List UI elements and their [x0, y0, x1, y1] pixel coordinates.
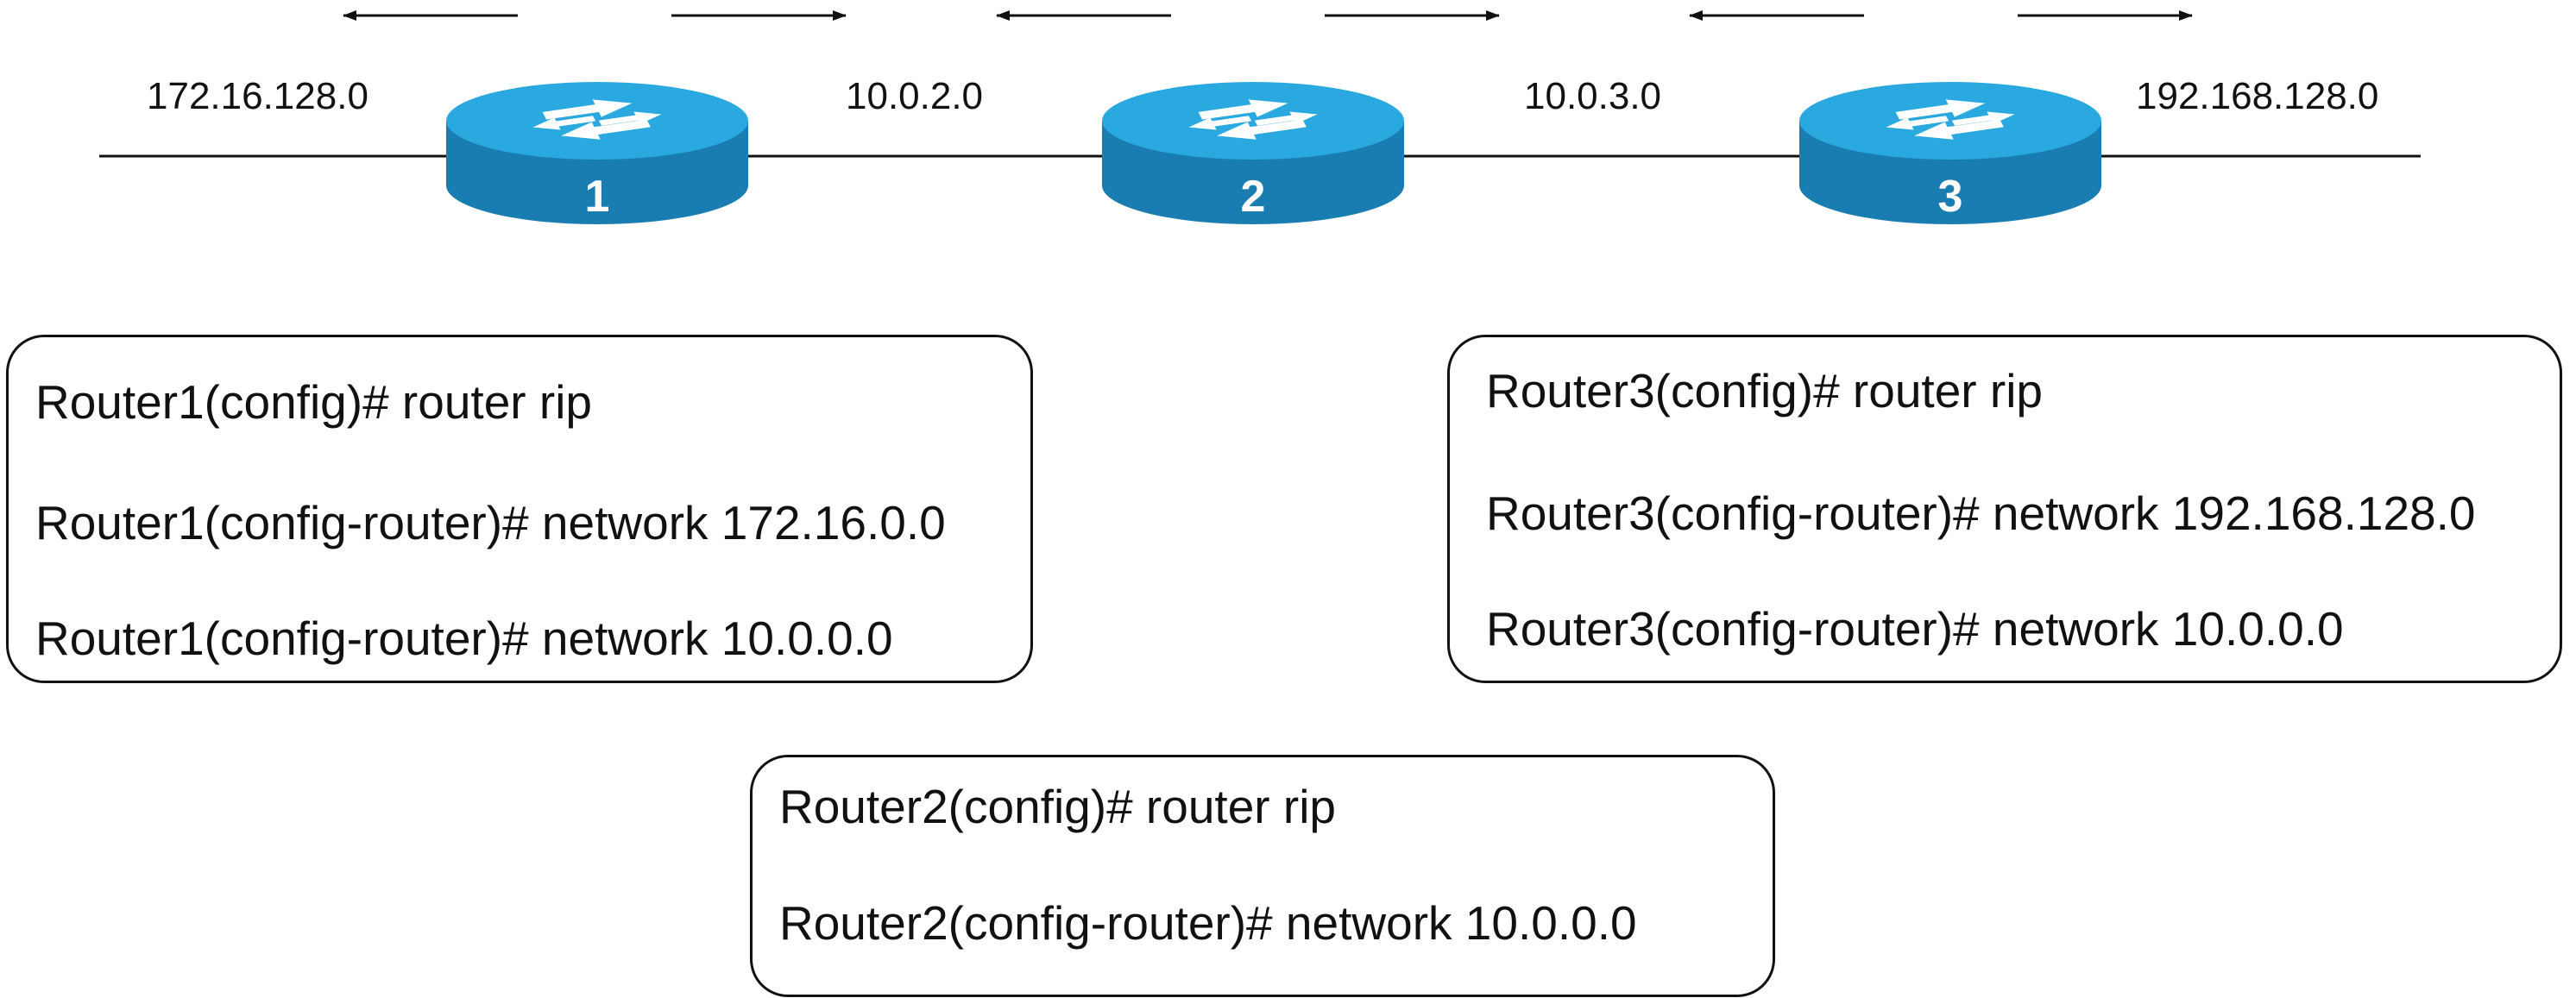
router3-config-line: Router3(config-router)# network 10.0.0.0: [1486, 602, 2344, 656]
router2-config-line: Router2(config-router)# network 10.0.0.0: [779, 896, 1637, 950]
router-3-icon[interactable]: 3: [1799, 82, 2101, 224]
router2-config-box: Router2(config)# router rip Router2(conf…: [750, 755, 1775, 997]
network-label-left: 172.16.128.0: [147, 75, 368, 117]
network-label-link-1-2: 10.0.2.0: [846, 75, 983, 117]
router-2-icon[interactable]: 2: [1102, 82, 1404, 224]
router-1-icon[interactable]: 1: [446, 82, 748, 224]
router3-config-line: Router3(config-router)# network 192.168.…: [1486, 486, 2476, 540]
router-2-label: 2: [1241, 172, 1266, 222]
router1-config-line: Router1(config)# router rip: [35, 375, 593, 429]
router1-config-line: Router1(config-router)# network 172.16.0…: [35, 496, 946, 549]
network-label-right: 192.168.128.0: [2136, 75, 2378, 117]
network-label-link-2-3: 10.0.3.0: [1524, 75, 1661, 117]
router3-config-box: Router3(config)# router rip Router3(conf…: [1447, 335, 2562, 683]
router-3-label: 3: [1938, 172, 1963, 222]
router1-config-line: Router1(config-router)# network 10.0.0.0: [35, 612, 893, 665]
router2-config-line: Router2(config)# router rip: [779, 780, 1337, 833]
router-1-label: 1: [585, 172, 610, 222]
router1-config-box: Router1(config)# router rip Router1(conf…: [6, 335, 1033, 683]
router3-config-line: Router3(config)# router rip: [1486, 364, 2044, 417]
